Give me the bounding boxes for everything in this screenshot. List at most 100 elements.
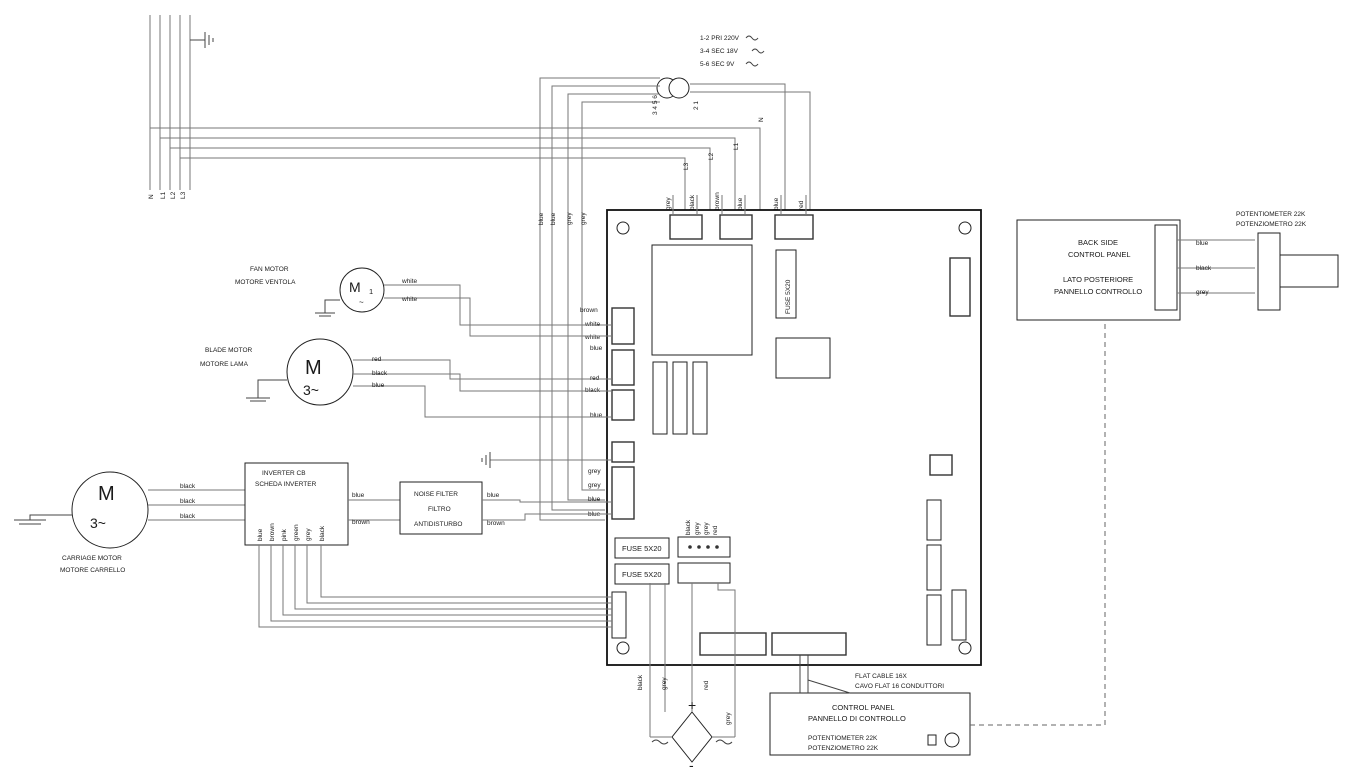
noise-filter-out-2: brown [487,520,505,527]
control-panel-l1: CONTROL PANEL [832,703,895,712]
carriage-motor-symbol: M [98,483,115,505]
noise-filter: NOISE FILTER FILTRO ANTIDISTURBO blue br… [399,481,612,535]
left-label-3: white [584,334,601,341]
blade-motor-phase: 3~ [303,382,319,398]
left-tag-2: blue [550,212,557,225]
back-panel-wire-1: blue [1196,240,1209,247]
carriage-wire-3: black [180,513,196,520]
inverter-out-1: blue [352,492,365,499]
feed-tag-l1: L1 [733,142,740,150]
noise-filter-out-1: blue [487,492,500,499]
feed-tag-l3: L3 [683,162,690,170]
pcb-left-wire-labels: brown white white blue red black blue gr… [580,307,603,518]
mains-label-n: N [148,194,155,199]
inverter-title-it: SCHEDA INVERTER [255,481,317,488]
rectifier-bridge: black grey red grey + - [637,583,736,770]
main-control-board: FUSE 5X20 FUSE 5X20 FUSE 5X20 [606,209,982,666]
back-panel-l4: PANNELLO CONTROLLO [1054,287,1142,296]
fan-wire-1: white [401,278,418,285]
back-panel-wire-2: black [1196,265,1212,272]
blade-wire-1: red [372,356,382,363]
top-wire-6: red [798,200,805,210]
inverter-pin-1: blue [257,528,264,541]
top-potentiometer: POTENTIOMETER 22K POTENZIOMETRO 22K [1236,211,1339,311]
pot-wire-2: grey [694,522,701,535]
top-wire-4: blue [737,197,744,210]
fan-motor: FAN MOTOR MOTORE VENTOLA M 1 ~ white whi… [235,266,612,337]
transformer-spec: 1-2 PRI 220V 3-4 SEC 18V 5-6 SEC 9V [700,35,765,68]
control-panel-l2: PANNELLO DI CONTROLLO [808,714,906,723]
left-label-1: brown [580,307,598,314]
control-panel: CONTROL PANEL PANNELLO DI CONTROLLO POTE… [769,320,1106,756]
pot-connector-labels: black grey grey red [685,519,719,535]
feed-tag-n: N [758,117,765,122]
carriage-wire-2: black [180,498,196,505]
back-panel-l2: CONTROL PANEL [1068,250,1131,259]
carriage-motor-title-it: MOTORE CARRELLO [60,567,125,574]
mains-label-l2: L2 [170,191,177,199]
bridge-plus: + [688,697,696,713]
blade-motor: BLADE MOTOR MOTORE LAMA M 3~ red black b… [200,338,612,418]
transformer: 3 4 5 6 2 1 [539,77,811,521]
fuse1-label: FUSE 5X20 [622,544,662,553]
blade-wire-3: blue [372,382,385,389]
bridge-wire-4: grey [725,712,732,725]
back-panel-l3: LATO POSTERIORE [1063,275,1133,284]
pot-top-l2: POTENZIOMETRO 22K [1236,221,1307,228]
left-tag-1: blue [538,212,545,225]
noise-filter-title-it: FILTRO [428,506,451,513]
pcb-top-wire-labels: grey black brown blue blue red [665,192,807,215]
mains-label-l3: L3 [180,191,187,199]
mains-labels: N L1 L2 L3 N L1 L2 L3 [148,117,765,199]
fan-motor-tilde: ~ [359,298,364,307]
transformer-spec-sec18: 3-4 SEC 18V [700,48,739,55]
transformer-spec-pri: 1-2 PRI 220V [700,35,740,42]
noise-filter-title: NOISE FILTER [414,491,458,498]
pcb-earth [481,452,612,468]
transformer-spec-sec9: 5-6 SEC 9V [700,61,735,68]
left-label-7: blue [590,412,603,419]
fuse2-label: FUSE 5X20 [622,570,662,579]
fan-motor-symbol: M [349,279,361,295]
left-label-9: grey [588,482,601,489]
transformer-pins-left: 3 4 5 6 [652,95,659,115]
carriage-motor: M 3~ CARRIAGE MOTOR MOTORE CARRELLO blac… [14,471,245,574]
inverter-board: INVERTER CB SCHEDA INVERTER blue brown p… [244,462,612,628]
inverter-out-2: brown [352,519,370,526]
inverter-pin-6: black [319,525,326,541]
pot-top-l1: POTENTIOMETER 22K [1236,211,1306,218]
blade-motor-title-it: MOTORE LAMA [200,361,249,368]
left-label-8: grey [588,468,601,475]
top-wire-3: brown [714,192,721,210]
left-tag-3: grey [566,212,573,225]
fan-motor-sub: 1 [369,287,373,296]
mains-label-l1: L1 [160,191,167,199]
inverter-pin-4: green [293,524,300,541]
left-label-4: blue [590,345,603,352]
transformer-pins-right: 2 1 [693,101,700,110]
back-control-panel: BACK SIDE CONTROL PANEL LATO POSTERIORE … [1016,219,1255,321]
control-panel-l4: POTENZIOMETRO 22K [808,745,879,752]
pot-wire-1: black [685,519,692,535]
noise-filter-title-it2: ANTIDISTURBO [414,521,462,528]
fan-wire-2: white [401,296,418,303]
top-wire-2: black [689,194,696,210]
top-wire-5: blue [773,197,780,210]
board-fuse-label: FUSE 5X20 [785,279,792,314]
carriage-motor-title: CARRIAGE MOTOR [62,555,122,562]
pot-wire-4: red [712,525,719,535]
inverter-pin-5: grey [305,528,312,541]
bridge-wire-3: red [703,680,710,690]
back-panel-l1: BACK SIDE [1078,238,1118,247]
control-panel-l3: POTENTIOMETER 22K [808,735,878,742]
left-tag-4: grey [580,212,587,225]
bridge-wire-2: grey [661,677,668,690]
flat-cable-l1: FLAT CABLE 16X [855,673,907,680]
bridge-minus: - [689,757,694,770]
back-panel-wire-3: grey [1196,289,1209,296]
blade-wire-2: black [372,370,388,377]
bridge-wire-1: black [637,674,644,690]
feed-tag-l2: L2 [708,152,715,160]
inverter-title: INVERTER CB [262,470,306,477]
